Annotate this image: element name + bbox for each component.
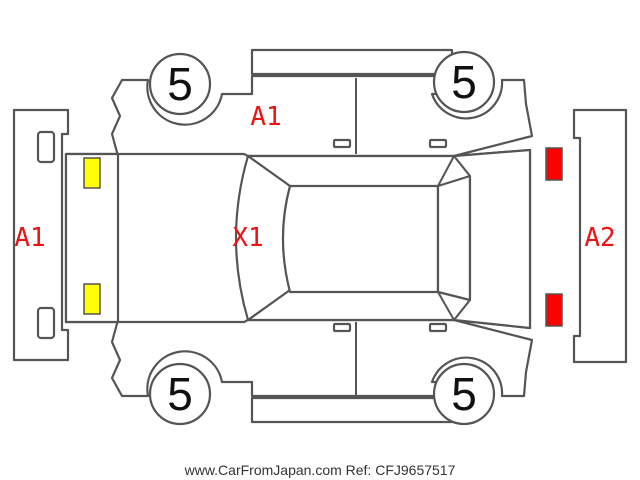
rear-bumper	[572, 108, 628, 364]
car-body-top-view	[64, 148, 532, 330]
footer-reference: www.CarFromJapan.com Ref: CFJ9657517	[184, 462, 456, 478]
damage-code-hood: X1	[232, 223, 263, 253]
tire-rear-right: 5	[432, 362, 496, 426]
damage-code-left-fender: A1	[250, 102, 281, 132]
rear-lamp-left	[545, 147, 563, 181]
front-lamp-left	[83, 157, 101, 189]
rear-lamp-right	[545, 293, 563, 327]
right-side-panel	[110, 318, 534, 424]
tire-rear-right-rating: 5	[451, 368, 477, 420]
tire-front-left: 5	[148, 52, 212, 116]
tire-rear-left-rating: 5	[451, 56, 477, 108]
tire-front-right-rating: 5	[167, 368, 193, 420]
damage-code-front-bumper: A1	[14, 223, 45, 253]
tire-rear-left: 5	[432, 50, 496, 114]
damage-code-rear-bumper: A2	[584, 223, 615, 253]
tire-front-right: 5	[148, 362, 212, 426]
left-side-panel	[110, 48, 534, 158]
front-lamp-right	[83, 283, 101, 315]
tire-front-left-rating: 5	[167, 58, 193, 110]
front-bumper	[12, 108, 70, 362]
